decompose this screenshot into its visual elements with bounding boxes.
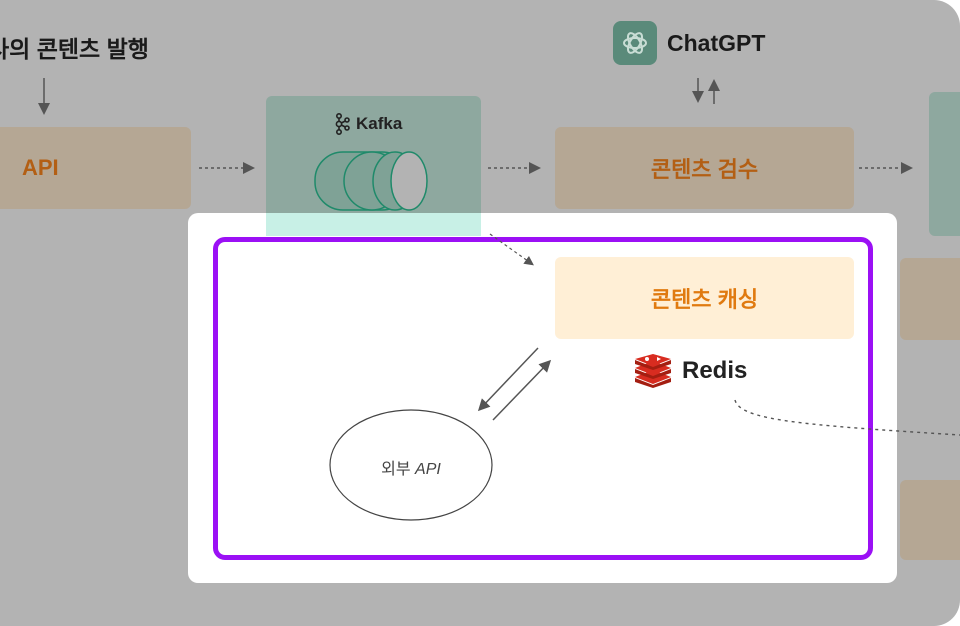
external-api-prefix: 외부 bbox=[381, 461, 411, 478]
right-tan-box-1 bbox=[900, 258, 960, 340]
api-box: API bbox=[0, 127, 191, 209]
redis-label: Redis bbox=[682, 357, 748, 384]
openai-icon bbox=[613, 21, 657, 65]
highlight-border bbox=[213, 237, 873, 560]
kafka-queue-icon bbox=[314, 151, 428, 211]
external-api-label: 외부 API bbox=[330, 455, 492, 479]
right-tan-box-2 bbox=[900, 480, 960, 560]
review-label: 콘텐츠 검수 bbox=[650, 157, 759, 182]
kafka-icon bbox=[335, 113, 350, 135]
chatgpt-label: ChatGPT bbox=[667, 29, 766, 56]
redis-logo: Redis bbox=[633, 354, 747, 388]
kafka-label: Kafka bbox=[356, 114, 403, 133]
external-api-suffix: API bbox=[415, 461, 441, 478]
kafka-title: Kafka bbox=[335, 113, 402, 135]
heading: 사의 콘텐츠 발행 bbox=[0, 36, 149, 62]
chatgpt-logo: ChatGPT bbox=[613, 21, 765, 65]
cache-box: 콘텐츠 캐싱 bbox=[555, 257, 854, 339]
cache-label: 콘텐츠 캐싱 bbox=[650, 287, 759, 312]
kafka-panel-top bbox=[266, 213, 481, 236]
api-label: API bbox=[22, 155, 59, 180]
right-teal-box bbox=[929, 92, 960, 236]
redis-icon bbox=[635, 354, 671, 388]
review-box: 콘텐츠 검수 bbox=[555, 127, 854, 209]
